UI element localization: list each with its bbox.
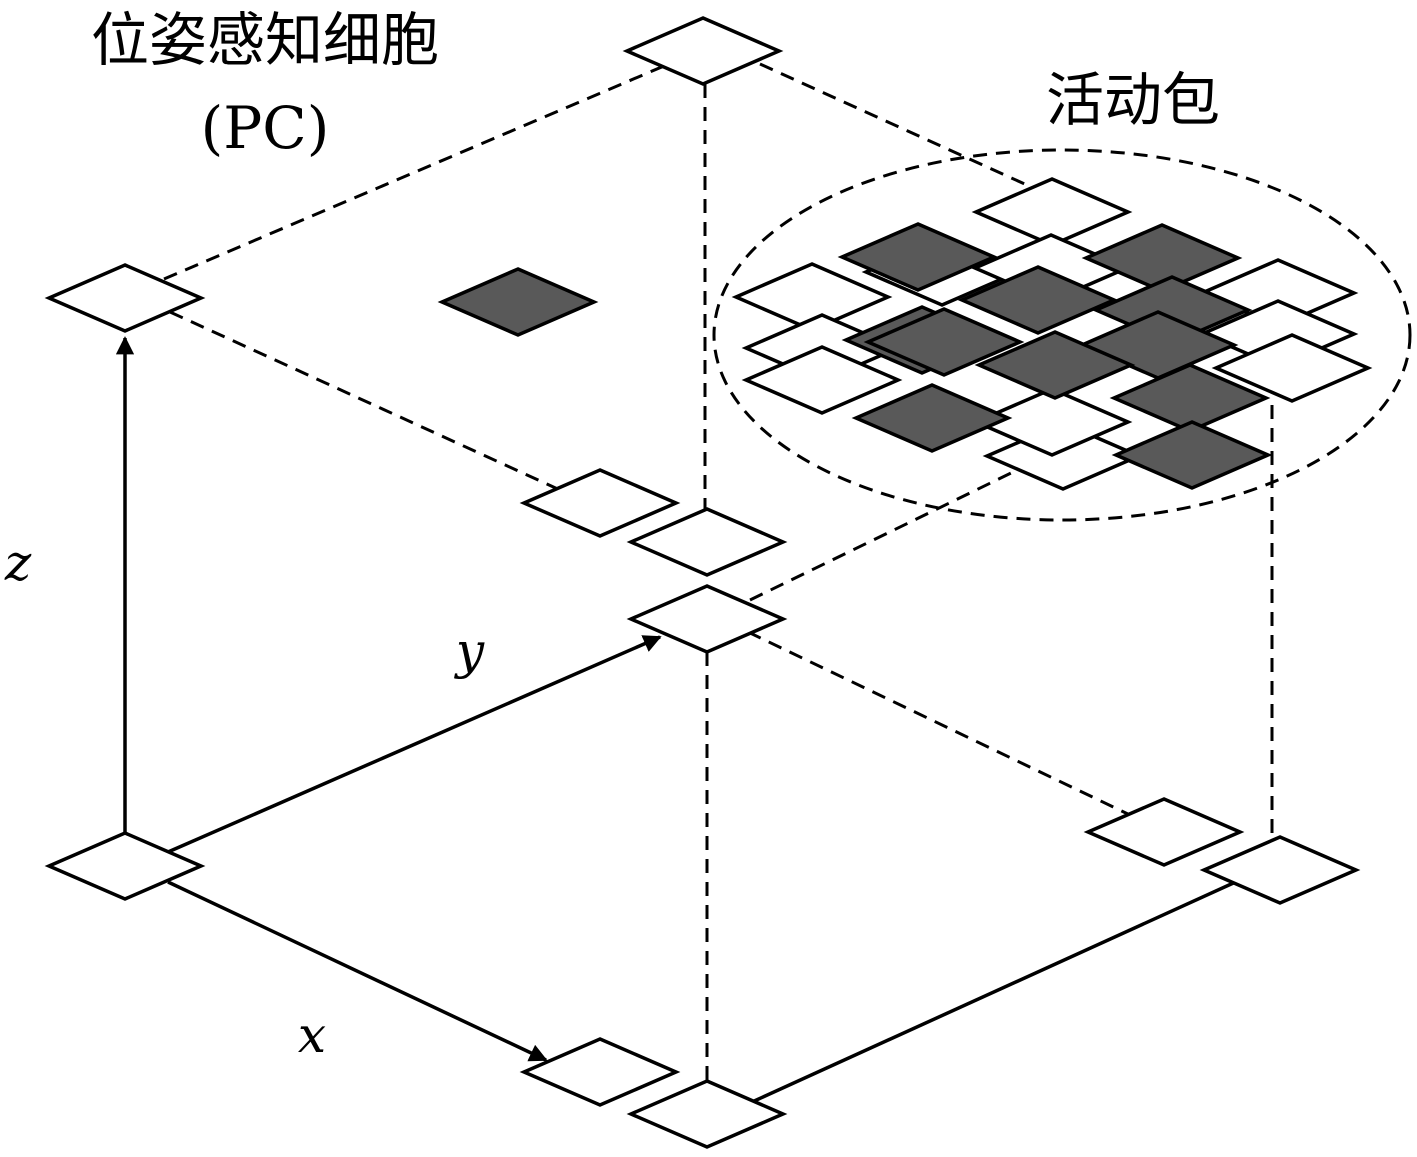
x-axis-arrow [167, 880, 548, 1062]
packet-cell-active [957, 265, 1119, 335]
y-axis-label: y [454, 622, 485, 680]
cell-top-corner [622, 16, 784, 86]
cell-mid-left [519, 468, 681, 538]
packet-cell-outline [741, 345, 903, 415]
pose-cells-abbr-label: (PC) [201, 94, 330, 162]
cell-mid-center [626, 507, 788, 577]
packet-cell-active [863, 307, 1025, 377]
packet-cell-outline [1211, 333, 1373, 403]
solid-edges [115, 336, 1241, 1104]
dashed-edge-left-to-center [169, 310, 561, 492]
packet-cell-active [974, 330, 1136, 400]
activity-packet-label: 活动包 [1046, 66, 1220, 134]
bottom-right-edge [751, 878, 1241, 1104]
cell-active-single [437, 267, 599, 337]
activity-packet-boundary [712, 148, 1412, 522]
cell-right-upper [1083, 797, 1245, 867]
cell-left-corner [44, 263, 206, 333]
dashed-edges [163, 62, 1274, 1082]
packet-cell-active [837, 222, 999, 292]
dashed-edge-center-to-right [747, 630, 1131, 817]
cell-origin [44, 831, 206, 901]
dashed-edge-top-right [759, 62, 1061, 202]
cell-bottom-left [519, 1037, 681, 1107]
packet-cell-outline [971, 387, 1133, 457]
cell-bottom-corner [626, 1079, 788, 1149]
cell-right-corner [1199, 835, 1361, 905]
packet-cell-active [851, 383, 1013, 453]
pose-cells-label: 位姿感知细胞 [91, 6, 439, 74]
cell-layer [44, 16, 1373, 1149]
packet-cell-active [1111, 420, 1273, 490]
z-axis-label: z [4, 534, 32, 592]
y-axis-arrow [167, 635, 662, 854]
x-axis-label: x [298, 1006, 326, 1064]
cell-center-corner [626, 584, 788, 654]
